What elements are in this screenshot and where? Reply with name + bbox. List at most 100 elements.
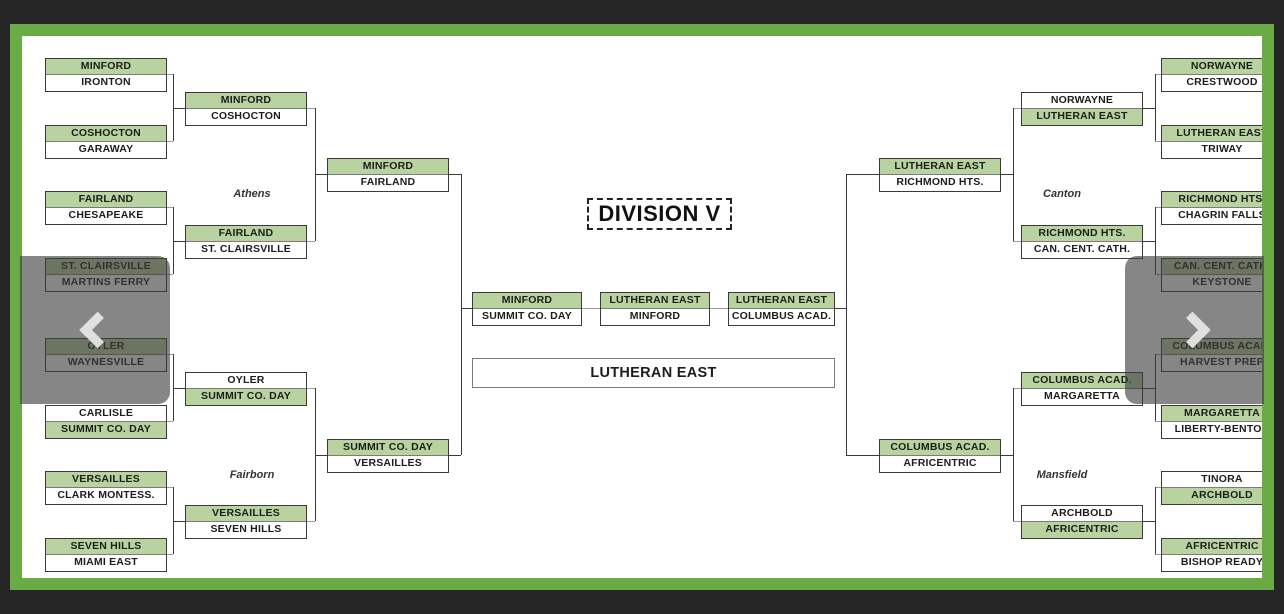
connector-line — [1155, 554, 1161, 555]
team-slot-bottom: AFRICENTRIC — [880, 456, 1000, 472]
chevron-left-icon — [79, 311, 116, 349]
connector-line — [307, 521, 315, 522]
connector-line — [167, 207, 173, 208]
connector-line — [1013, 241, 1021, 242]
connector-line — [1013, 108, 1014, 241]
connector-line — [1001, 455, 1013, 456]
connector-line — [1155, 141, 1161, 142]
bracket-frame: DIVISION V Athens Fairborn Canton Mansfi… — [10, 24, 1274, 590]
team-slot-bottom: TRIWAY — [1162, 142, 1262, 158]
game-box-round3-right[interactable]: COLUMBUS ACAD.AFRICENTRIC — [879, 439, 1001, 473]
region-label-canton: Canton — [1043, 188, 1081, 200]
team-slot-top: MINFORD — [328, 159, 448, 175]
team-slot-top: COLUMBUS ACAD. — [1022, 373, 1142, 389]
team-slot-top: OYLER — [186, 373, 306, 389]
prev-division-button[interactable] — [20, 256, 170, 404]
team-slot-bottom: BISHOP READY — [1162, 555, 1262, 571]
connector-line — [846, 174, 847, 455]
region-label-mansfield: Mansfield — [1036, 469, 1088, 481]
connector-line — [1013, 388, 1021, 389]
team-slot-bottom: COSHOCTON — [186, 109, 306, 125]
team-slot-bottom: AFRICENTRIC — [1022, 522, 1142, 538]
connector-line — [173, 388, 185, 389]
team-slot-top: NORWAYNE — [1162, 59, 1262, 75]
connector-line — [167, 554, 173, 555]
team-slot-bottom: SEVEN HILLS — [186, 522, 306, 538]
connector-line — [167, 487, 173, 488]
connector-line — [167, 274, 173, 275]
team-slot-bottom: ST. CLAIRSVILLE — [186, 242, 306, 258]
connector-line — [167, 421, 173, 422]
bracket-canvas: DIVISION V Athens Fairborn Canton Mansfi… — [22, 36, 1262, 578]
connector-line — [1155, 74, 1161, 75]
connector-line — [173, 108, 185, 109]
division-title: DIVISION V — [587, 198, 732, 230]
connector-line — [167, 74, 173, 75]
connector-line — [710, 308, 728, 309]
connector-line — [173, 74, 174, 141]
game-box-round2-right[interactable]: RICHMOND HTS.CAN. CENT. CATH. — [1021, 225, 1143, 259]
connector-line — [1013, 108, 1021, 109]
game-box-round2-right[interactable]: COLUMBUS ACAD.MARGARETTA — [1021, 372, 1143, 406]
team-slot-top: LUTHERAN EAST — [880, 159, 1000, 175]
connector-line — [582, 308, 600, 309]
connector-line — [1155, 207, 1161, 208]
connector-line — [307, 108, 315, 109]
game-box-round1-right[interactable]: RICHMOND HTS.CHAGRIN FALLS — [1161, 191, 1262, 225]
top-chrome-bar — [0, 0, 1284, 18]
connector-line — [846, 174, 879, 175]
team-slot-top: VERSAILLES — [186, 506, 306, 522]
team-slot-top: RICHMOND HTS. — [1022, 226, 1142, 242]
team-slot-top: AFRICENTRIC — [1162, 539, 1262, 555]
connector-line — [1013, 521, 1021, 522]
connector-line — [315, 388, 316, 521]
connector-line — [173, 487, 174, 554]
connector-line — [1013, 388, 1014, 521]
champion-box: LUTHERAN EAST — [472, 358, 835, 388]
team-slot-bottom: CLARK MONTESS. — [46, 488, 166, 504]
team-slot-bottom: MIAMI EAST — [46, 555, 166, 571]
connector-line — [449, 455, 461, 456]
connector-line — [173, 354, 174, 421]
connector-line — [307, 388, 315, 389]
connector-line — [1143, 108, 1155, 109]
connector-line — [1155, 487, 1156, 554]
team-slot-bottom: IRONTON — [46, 75, 166, 91]
connector-line — [173, 207, 174, 274]
connector-line — [1001, 174, 1013, 175]
team-slot-top: LUTHERAN EAST — [601, 293, 709, 309]
connector-line — [315, 174, 327, 175]
team-slot-top: MARGARETTA — [1162, 406, 1262, 422]
connector-line — [846, 455, 879, 456]
next-division-button[interactable] — [1125, 256, 1264, 404]
team-slot-top: VERSAILLES — [46, 472, 166, 488]
connector-line — [461, 174, 462, 455]
team-slot-top: LUTHERAN EAST — [729, 293, 834, 309]
connector-line — [1155, 487, 1161, 488]
team-slot-bottom: CHESAPEAKE — [46, 208, 166, 224]
connector-line — [1143, 241, 1155, 242]
